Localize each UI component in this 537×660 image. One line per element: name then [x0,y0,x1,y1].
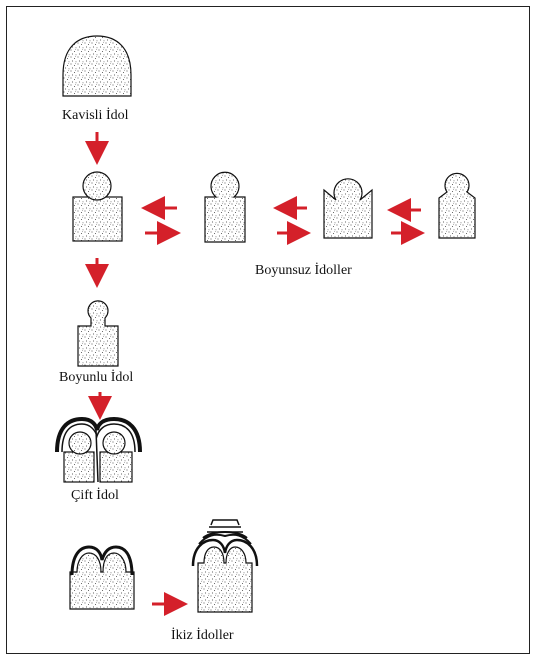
idol-head-square [72,171,123,242]
label-boyunsuz-idoller: Boyunsuz İdoller [255,263,352,278]
kavisli-idol [62,35,132,97]
ikiz-idol-2 [191,519,259,613]
ikiz-idol-1 [69,545,135,610]
label-ikiz-idoller: İkiz İdoller [171,628,234,643]
label-cift-idol: Çift İdol [71,488,119,503]
cift-idol [55,416,142,483]
label-kavisli-idol: Kavisli İdol [62,108,129,123]
boyunsuz-idol-1 [204,171,246,243]
label-boyunlu-idol: Boyunlu İdol [59,370,134,385]
boyunsuz-idol-2 [323,178,373,239]
boyunsuz-idol-3 [438,172,476,239]
boyunlu-idol [77,300,119,367]
arrows [85,132,425,616]
